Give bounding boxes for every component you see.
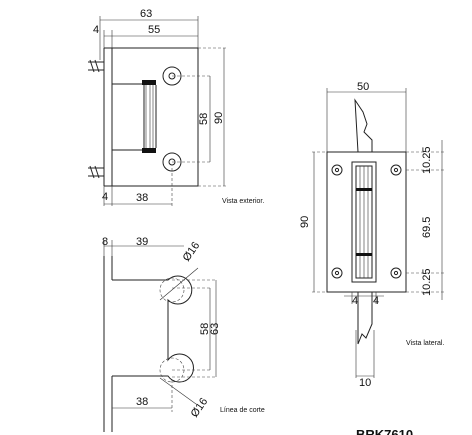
dim-pin-width: 10 [359,377,371,389]
dim-cut-inner: 58 [199,323,211,335]
dim-overall-width: 63 [140,8,152,20]
lateral-hole-tl [331,164,343,176]
dim-cut-outer: 63 [209,323,221,335]
dim-hole-spacing: 58 [198,113,210,125]
lateral-plate [326,151,407,293]
dim-bottom-offset: 4 [102,191,108,203]
dim-gap-right: 4 [373,295,379,307]
caption-lateral: Vista lateral. [406,340,444,347]
lateral-hole-br [390,267,402,279]
dim-bottom-margin: 10.25 [421,268,433,296]
dim-cut-bottom: 38 [136,396,148,408]
lateral-hole-tr [390,164,402,176]
caption-exterior: Vista exterior. [222,198,264,205]
dim-height: 90 [213,112,225,124]
dim-plate-width: 55 [148,24,160,36]
product-code: BRK7610 [356,427,413,435]
dim-cut-to-center: 39 [136,236,148,248]
dim-cut-offset: 8 [102,236,108,248]
dim-cut-diameter-top: Ø16 [181,240,203,264]
screw-top [88,59,104,73]
dim-lateral-height: 90 [299,216,311,228]
cut-view: 8 39 Ø16 58 63 38 Ø16 Línea de corte [102,236,265,432]
cut-profile [112,275,194,383]
dim-cut-diameter-bottom: Ø16 [189,396,211,420]
exterior-view: 63 55 4 [88,8,264,208]
dim-left-offset: 4 [93,24,99,36]
hinge-plate [111,47,199,187]
lateral-view: 50 10 90 [299,81,444,389]
dim-top-margin: 10.25 [421,146,433,174]
dim-gap-left: 4 [352,295,358,307]
dim-bottom-width: 38 [136,192,148,204]
caption-cut: Línea de corte [220,407,265,414]
dim-hole-spacing-lateral: 69.5 [421,217,433,238]
screw-bottom [88,165,104,179]
dim-lateral-width: 50 [357,81,369,93]
lateral-hole-bl [331,267,343,279]
